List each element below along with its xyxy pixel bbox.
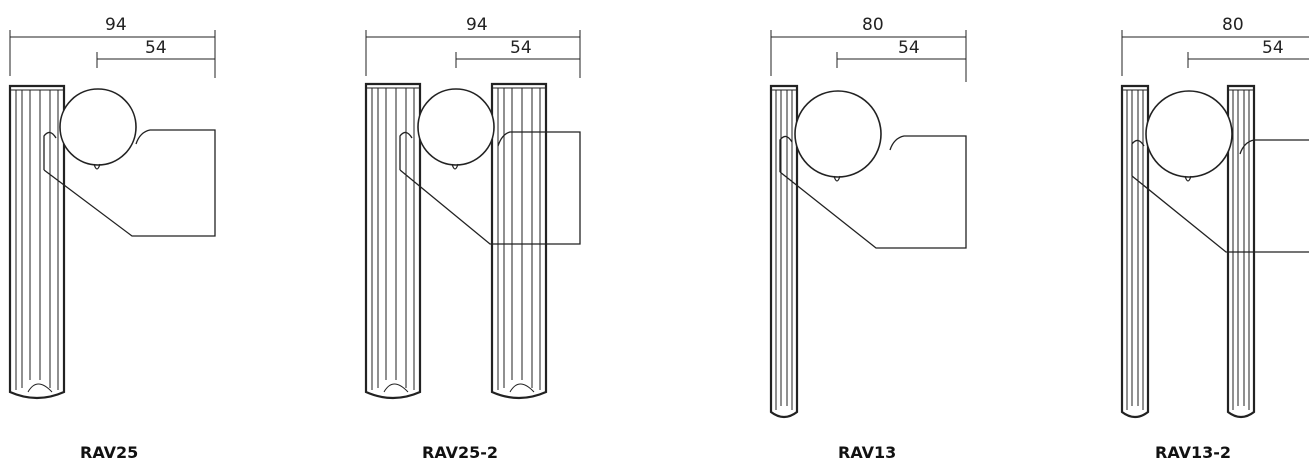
hook-bracket bbox=[399, 131, 581, 245]
rail-tube bbox=[769, 84, 799, 419]
ball-mount bbox=[417, 88, 495, 170]
dimension-offset: 54 bbox=[1187, 38, 1309, 68]
rail-tube bbox=[8, 84, 66, 400]
model-label: RAV13 bbox=[838, 443, 896, 462]
variant-rav13: 80 54 RAV13 bbox=[769, 15, 967, 462]
model-label: RAV25-2 bbox=[422, 443, 498, 462]
dimension-offset-label: 54 bbox=[1262, 38, 1284, 58]
dimension-offset: 54 bbox=[96, 38, 215, 68]
variant-rav25-2: 94 54 bbox=[364, 15, 581, 462]
dimension-overall-label: 94 bbox=[105, 15, 127, 35]
dimension-overall: 94 bbox=[365, 15, 581, 78]
rail-tube-left bbox=[1120, 84, 1150, 419]
dimension-offset-label: 54 bbox=[510, 38, 532, 58]
ball-mount bbox=[59, 88, 137, 170]
ball-mount bbox=[794, 90, 882, 182]
hook-bracket bbox=[1131, 139, 1309, 253]
rail-tube-left bbox=[364, 82, 422, 400]
dimension-offset: 54 bbox=[455, 38, 580, 68]
dimension-overall: 80 bbox=[1121, 15, 1309, 76]
model-label: RAV13-2 bbox=[1155, 443, 1231, 462]
dimension-overall: 94 bbox=[9, 15, 216, 78]
rail-tube-right bbox=[1226, 84, 1256, 419]
model-label: RAV25 bbox=[80, 443, 138, 462]
dimension-overall: 80 bbox=[770, 15, 967, 82]
hook-bracket bbox=[43, 129, 216, 237]
variant-rav13-2: 80 54 bbox=[1120, 15, 1309, 462]
dimension-overall-label: 80 bbox=[1222, 15, 1244, 35]
dimension-offset: 54 bbox=[836, 38, 966, 68]
dimension-overall-label: 80 bbox=[862, 15, 884, 35]
dimension-overall-label: 94 bbox=[466, 15, 488, 35]
rail-tube-right bbox=[490, 82, 548, 400]
variant-rav25: 94 54 RAV25 bbox=[8, 15, 216, 462]
ball-mount bbox=[1145, 90, 1233, 182]
dimension-offset-label: 54 bbox=[898, 38, 920, 58]
dimension-offset-label: 54 bbox=[145, 38, 167, 58]
hook-bracket bbox=[779, 135, 967, 249]
